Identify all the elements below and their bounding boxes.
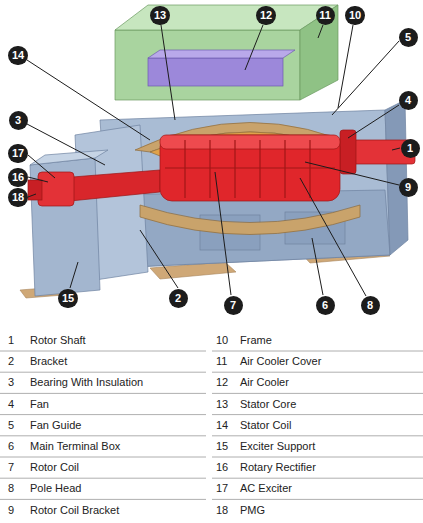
table-number: 13 — [216, 397, 228, 411]
part-name: Rotor Coil — [30, 460, 79, 474]
part-name: PMG — [240, 503, 265, 517]
callout-number: 16 — [8, 168, 28, 187]
callout-number: 2 — [169, 289, 188, 308]
callout-number: 6 — [316, 296, 335, 315]
callout-number-text: 13 — [154, 9, 166, 21]
bracket — [30, 125, 148, 296]
callout-number: 12 — [256, 6, 276, 25]
callout-number: 5 — [399, 28, 418, 47]
rotor-pole-lines — [165, 140, 335, 198]
callout-number: 17 — [8, 144, 28, 163]
part-name: Stator Core — [240, 397, 296, 411]
part-name: Frame — [240, 333, 272, 347]
table-number: 10 — [216, 333, 228, 347]
part-name: Air Cooler Cover — [240, 354, 321, 368]
table-number: 7 — [8, 460, 14, 474]
callout-number: 1 — [401, 139, 420, 158]
callout-number-text: 1 — [407, 142, 413, 154]
callout-number: 3 — [9, 111, 28, 130]
callout-number: 14 — [8, 46, 28, 65]
callout-number-text: 5 — [405, 31, 411, 43]
part-name: Bracket — [30, 354, 67, 368]
part-name: Main Terminal Box — [30, 439, 120, 453]
part-name: Fan — [30, 397, 49, 411]
table-number: 2 — [8, 354, 14, 368]
callout-number-text: 9 — [405, 181, 411, 193]
table-number: 6 — [8, 439, 14, 453]
callout-number-text: 8 — [367, 299, 373, 311]
air-cooler-cover — [115, 5, 338, 100]
table-number: 1 — [8, 333, 14, 347]
air-cooler — [148, 50, 295, 86]
table-number: 16 — [216, 460, 228, 474]
table-number: 3 — [8, 375, 14, 389]
callout-number-text: 14 — [12, 49, 24, 61]
stator-core — [135, 123, 365, 235]
callout-number: 4 — [399, 91, 418, 110]
rotor — [28, 130, 415, 206]
part-name: Stator Coil — [240, 418, 291, 432]
callout-number-text: 11 — [319, 9, 331, 21]
table-number: 8 — [8, 481, 14, 495]
callout-number-text: 4 — [405, 94, 411, 106]
callout-number: 11 — [316, 6, 335, 25]
callout-number-text: 17 — [12, 147, 24, 159]
callout-number-text: 16 — [12, 171, 24, 183]
callout-number-text: 10 — [349, 9, 361, 21]
table-number: 5 — [8, 418, 14, 432]
part-name: Exciter Support — [240, 439, 315, 453]
table-number: 12 — [216, 375, 228, 389]
part-name: Pole Head — [30, 481, 81, 495]
callout-number-text: 12 — [260, 9, 272, 21]
table-rule — [0, 351, 423, 499]
callout-number-text: 2 — [175, 292, 181, 304]
callout-number-text: 15 — [62, 292, 74, 304]
callout-number: 9 — [399, 178, 418, 197]
table-number: 14 — [216, 418, 228, 432]
callout-number: 10 — [345, 6, 365, 25]
table-number: 17 — [216, 481, 228, 495]
callout-number: 18 — [8, 188, 28, 207]
callout-number-text: 6 — [322, 299, 328, 311]
callout-number-text: 18 — [12, 191, 24, 203]
part-name: Rotary Rectifier — [240, 460, 316, 474]
table-number: 18 — [216, 503, 228, 517]
callout-number: 15 — [58, 289, 78, 308]
callout-number: 13 — [150, 6, 170, 25]
leader-line — [27, 25, 400, 296]
part-name: Fan Guide — [30, 418, 81, 432]
part-name: AC Exciter — [240, 481, 292, 495]
callout-number: 8 — [361, 296, 380, 315]
table-number: 9 — [8, 503, 14, 517]
table-number: 11 — [216, 354, 227, 368]
callout-number-text: 7 — [230, 299, 236, 311]
table-number: 4 — [8, 397, 14, 411]
callout-number-text: 3 — [15, 114, 21, 126]
part-name: Air Cooler — [240, 375, 289, 389]
part-name: Bearing With Insulation — [30, 375, 143, 389]
callout-number: 7 — [224, 296, 243, 315]
part-name: Rotor Shaft — [30, 333, 86, 347]
table-number: 15 — [216, 439, 228, 453]
part-name: Rotor Coil Bracket — [30, 503, 119, 517]
